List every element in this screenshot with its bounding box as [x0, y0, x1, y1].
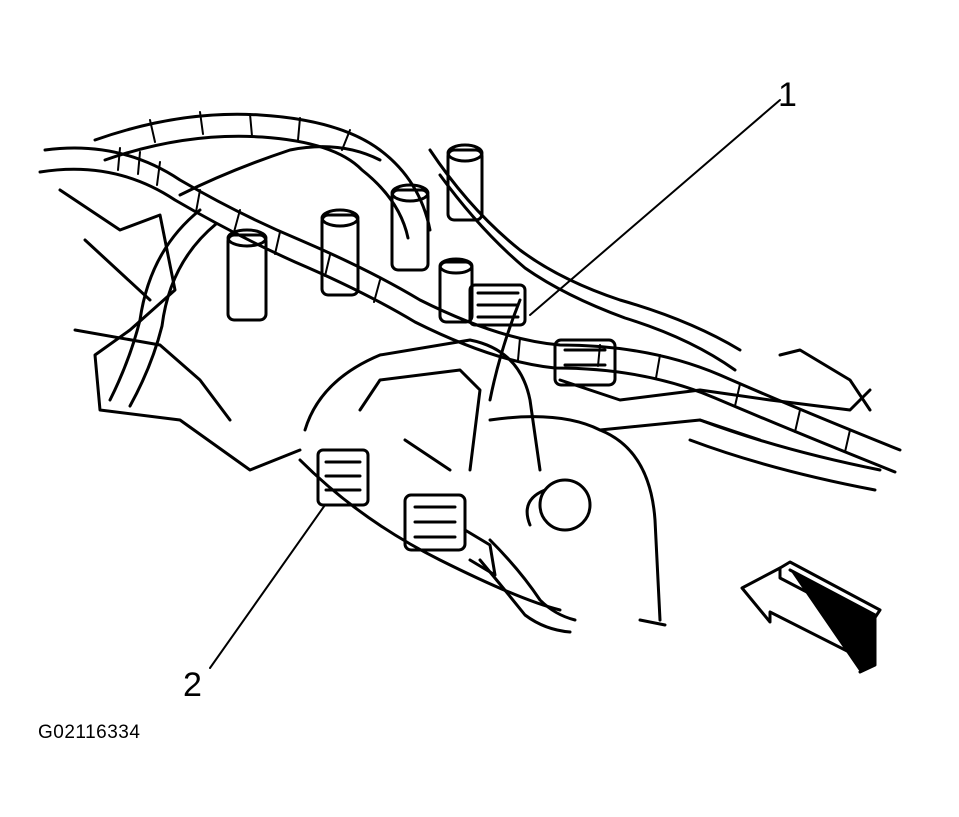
harness-wrap-marks: [117, 111, 851, 453]
connector-2: [316, 448, 497, 577]
coil-towers: [226, 143, 484, 324]
callout-number-1: 1: [778, 76, 797, 114]
engine-outline: [58, 188, 872, 627]
connector-1: [468, 283, 617, 387]
callout-number-2: 2: [183, 666, 202, 704]
leader-lines: [209, 99, 781, 669]
leader-line-1: [529, 99, 781, 316]
wiring-harness: [38, 112, 902, 634]
view-direction-arrow-icon: [740, 560, 882, 674]
round-plug: [525, 478, 592, 532]
leader-line-2: [209, 504, 326, 669]
figure-id: G02116334: [38, 722, 141, 743]
